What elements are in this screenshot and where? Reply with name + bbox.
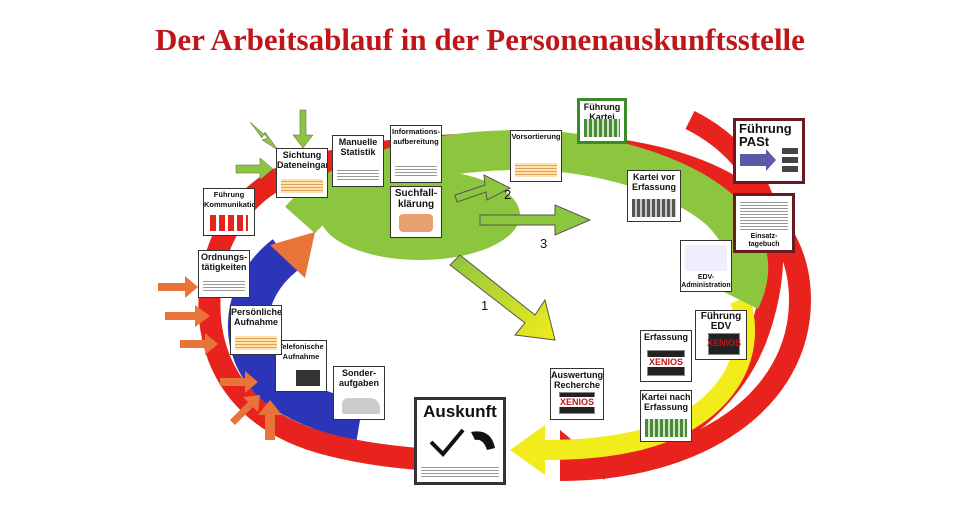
card-label: EDV-Administration <box>681 274 731 289</box>
path-label-2: 2 <box>504 187 512 202</box>
card-label: Erfassung <box>643 332 688 342</box>
computer-image <box>685 245 727 271</box>
card-label: Ordnungs-tätigkeiten <box>201 252 247 272</box>
form-image <box>515 163 557 177</box>
card-ordnungstaetigkeiten: Ordnungs-tätigkeiten <box>198 250 250 298</box>
card-statistik: Manuelle Statistik <box>332 135 384 187</box>
card-auswertung-recherche: Auswertung Recherche XENIOS <box>550 368 604 420</box>
orange-input-arrow-3 <box>180 333 218 355</box>
green-input-arrow-3 <box>235 157 274 181</box>
laptop-icon: XENIOS <box>557 392 597 414</box>
card-edv-administration: EDV-Administration <box>680 240 732 292</box>
card-label: Führung Kartei <box>583 102 621 122</box>
card-label: Kartei vor Erfassung <box>631 172 676 192</box>
xenios-label: XENIOS <box>646 357 686 367</box>
card-label: Vorsortierung <box>511 132 561 141</box>
path-label-3: 3 <box>540 236 548 251</box>
card-kartei-vor-erfassung: Kartei vor Erfassung <box>627 170 681 222</box>
card-label: Informations-aufbereitung <box>392 127 440 146</box>
yellow-arrow-head <box>510 425 545 475</box>
card-label: Auskunft <box>423 402 497 421</box>
card-kartei-nach-erfassung: Kartei nach Erfassung <box>640 390 692 442</box>
form-image <box>740 200 788 232</box>
card-label: Sonder-aufgaben <box>338 368 379 388</box>
kartei-image <box>645 419 687 437</box>
phone-check-icon <box>429 428 495 457</box>
card-fuehrung-kartei: Führung Kartei <box>577 98 627 144</box>
card-sichtung: Sichtung Dateneingang <box>276 148 328 198</box>
card-informationsaufbereitung: Informations-aufbereitung <box>390 125 442 183</box>
monitor-icon: XENIOS <box>706 333 742 355</box>
card-label: Führung Kommunikation <box>204 190 254 209</box>
kartei-image <box>584 119 620 137</box>
people-icon <box>210 215 248 231</box>
van-icon <box>342 398 380 414</box>
card-fuehrung-kommunikation: Führung Kommunikation <box>203 188 255 236</box>
xenios-label: XENIOS <box>706 338 742 348</box>
form-image <box>203 279 245 293</box>
orange-input-arrow-4 <box>220 371 258 393</box>
kartei-image <box>632 199 676 217</box>
green-input-arrow-2 <box>292 109 314 149</box>
form-image <box>235 336 277 350</box>
card-label: Einsatz-tagebuch <box>748 233 780 248</box>
card-label: Persönliche Aufnahme <box>231 307 282 327</box>
xenios-label: XENIOS <box>557 397 597 407</box>
orange-input-arrow-6 <box>258 400 282 440</box>
card-label: Manuelle Statistik <box>338 137 378 157</box>
orange-input-arrow-2 <box>165 305 210 327</box>
path-arrow-3 <box>479 204 592 236</box>
card-erfassung: Erfassung XENIOS <box>640 330 692 382</box>
card-persoenliche-aufnahme: Persönliche Aufnahme <box>230 305 282 355</box>
form-image <box>337 168 379 182</box>
card-label: Führung PASt <box>739 121 792 149</box>
card-label: Telefonische Aufnahme <box>278 342 324 361</box>
laptop-icon: XENIOS <box>646 350 686 376</box>
path-arrow-1 <box>449 254 556 341</box>
card-einsatztagebuch: Einsatz-tagebuch <box>733 193 795 253</box>
card-label: Kartei nach Erfassung <box>641 392 691 412</box>
card-suchfallklaerung: Suchfall-klärung <box>390 186 442 238</box>
orange-arrow <box>270 232 315 278</box>
orange-input-arrow-5 <box>230 395 260 425</box>
card-label: Sichtung Dateneingang <box>277 150 327 170</box>
card-fuehrung-edv: Führung EDV XENIOS <box>695 310 747 360</box>
blue-arc <box>227 239 364 440</box>
handshake-icon <box>399 214 433 232</box>
orange-input-arrow-1 <box>158 276 198 298</box>
card-label: Suchfall-klärung <box>394 188 438 210</box>
form-image <box>395 164 437 178</box>
card-telefonische-aufnahme: Telefonische Aufnahme <box>275 340 327 392</box>
card-vorsortierung: Vorsortierung <box>510 130 562 182</box>
form-image <box>281 179 323 193</box>
card-label: Auswertung Recherche <box>551 370 604 390</box>
card-fuehrung-past: Führung PASt <box>733 118 805 184</box>
org-chart-icon <box>740 148 798 172</box>
green-input-arrow-1 <box>249 121 279 151</box>
phone-icon <box>296 370 320 386</box>
path-label-1: 1 <box>481 298 489 313</box>
path-arrow-2 <box>454 174 512 203</box>
card-sonderaufgaben: Sonder-aufgaben <box>333 366 385 420</box>
card-auskunft: Auskunft <box>414 397 506 485</box>
card-label: Führung EDV <box>700 311 742 332</box>
page-title: Der Arbeitsablauf in der Personenauskunf… <box>155 22 805 57</box>
form-image <box>421 465 499 479</box>
